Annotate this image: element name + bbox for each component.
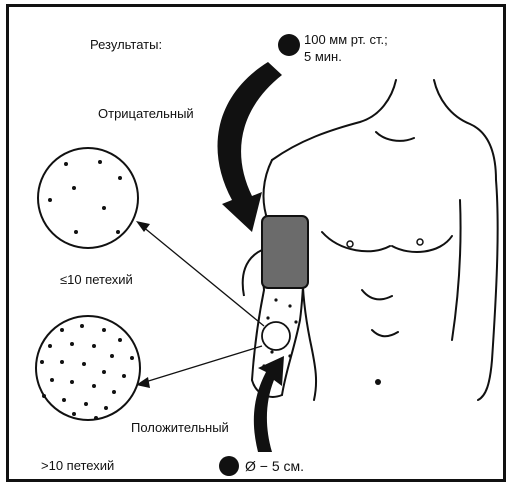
test-area-circle [262,322,290,350]
forearm-petechiae [262,298,297,367]
pressure-dot-icon [278,34,300,56]
pointer-negative [142,226,264,326]
negative-label: Отрицательный [98,106,194,122]
pressure-label: 100 мм рт. ст.; 5 мин. [304,31,388,65]
diameter-label: Ø − 5 см. [245,458,304,474]
many-petechiae-label: >10 петехий [41,458,114,474]
navel [375,379,381,385]
positive-sample-circle [36,316,140,420]
nipple-right [417,239,423,245]
pointer-positive [142,346,262,383]
negative-sample-circle [38,148,138,248]
pressure-cuff [262,216,308,288]
diameter-dot-icon [219,456,239,476]
positive-label: Положительный [131,420,229,436]
curved-arrow-top-icon [218,62,282,232]
cuff-tube [243,250,262,296]
pressure-line-1: 100 мм рт. ст.; [304,31,388,48]
nipple-left [347,241,353,247]
curved-arrow-bottom-icon [254,356,284,452]
pressure-line-2: 5 мин. [304,48,388,65]
results-label: Результаты: [90,37,162,53]
few-petechiae-label: ≤10 петехий [60,272,133,288]
